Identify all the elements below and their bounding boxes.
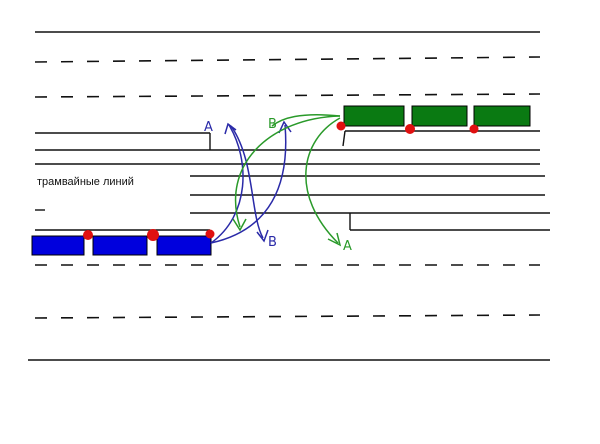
road-lines <box>28 31 550 361</box>
blue-tram-coupler <box>205 229 215 239</box>
blue-arrow-path <box>230 125 264 239</box>
track-line <box>342 130 346 147</box>
blue-tram-car <box>31 235 85 256</box>
green-arrow-path <box>234 115 341 228</box>
blue-trajectories <box>210 120 292 244</box>
blue-tram-car <box>156 235 212 256</box>
green-tram-coupler <box>336 121 346 131</box>
blue-arrow-path <box>210 124 244 244</box>
arrow-head-icon <box>327 232 342 247</box>
lane-dash-2 <box>34 93 541 98</box>
blue-arrow-path <box>210 124 287 244</box>
blue-tram <box>31 229 215 256</box>
mark-a-green: A <box>343 239 352 254</box>
blue-tram-coupler <box>147 229 159 241</box>
green-tram-car <box>411 105 468 127</box>
blue-tram-car <box>92 235 148 256</box>
mark-b-blue: B <box>268 235 277 250</box>
green-arrow-path <box>305 117 341 244</box>
arrow-head-icon <box>278 120 292 134</box>
mark-b-green: B <box>268 117 277 132</box>
arrow-head-icon <box>232 218 247 232</box>
green-tram-coupler <box>405 124 415 134</box>
lane-dash-1 <box>34 56 541 63</box>
tram-tracks <box>35 130 550 231</box>
green-tram-car <box>473 105 531 127</box>
blue-tram-coupler <box>83 230 93 240</box>
green-trajectories <box>232 113 342 247</box>
green-tram <box>336 105 531 134</box>
mark-a-blue: A <box>204 120 213 135</box>
green-arrow-path <box>271 113 341 127</box>
tram-lines-label: трамвайные линий <box>37 176 134 188</box>
green-tram-car <box>343 105 405 127</box>
arrow-head-icon <box>256 229 269 243</box>
arrow-head-icon <box>224 122 237 135</box>
lane-dash-4 <box>34 314 541 319</box>
green-tram-coupler <box>469 124 479 134</box>
